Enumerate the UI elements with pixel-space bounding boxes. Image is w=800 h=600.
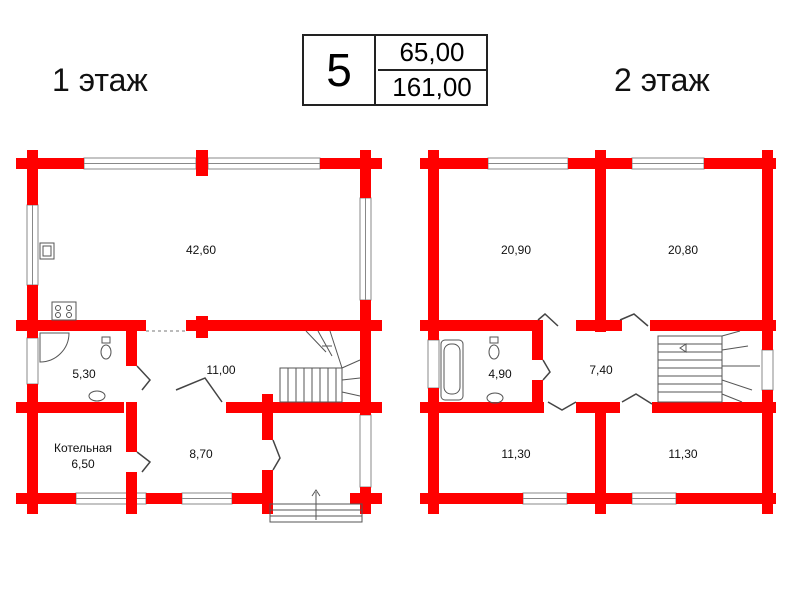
room-label-bedroom-3: 11,30 bbox=[501, 447, 530, 461]
floor2-plan bbox=[420, 150, 776, 514]
room-label-room: 8,70 bbox=[189, 447, 213, 461]
room-label-living: 42,60 bbox=[186, 243, 216, 257]
room-label-bathroom-2: 4,90 bbox=[488, 367, 512, 381]
floor1-title: 1 этаж bbox=[52, 62, 148, 98]
area-value-top: 65,00 bbox=[378, 36, 486, 71]
room-label-hall: 11,00 bbox=[206, 363, 235, 377]
room-label-hall-2: 7,40 bbox=[589, 363, 613, 377]
area-info-box: 5 65,00 161,00 bbox=[302, 34, 488, 106]
floor2-room-labels: 20,90 20,80 4,90 7,40 11,30 11,30 bbox=[488, 243, 698, 461]
room-label-boiler-area: 6,50 bbox=[71, 457, 95, 471]
room-label-bedroom-2: 20,80 bbox=[668, 243, 698, 257]
floor1-plan bbox=[16, 150, 382, 523]
room-label-bathroom: 5,30 bbox=[72, 367, 96, 381]
floor2-title: 2 этаж bbox=[614, 62, 710, 98]
area-value-bottom: 161,00 bbox=[392, 72, 472, 102]
floor1-room-labels: 42,60 5,30 11,00 Котельная 6,50 8,70 bbox=[54, 243, 236, 471]
room-label-bedroom-4: 11,30 bbox=[668, 447, 697, 461]
room-label-boiler-name: Котельная bbox=[54, 441, 112, 455]
house-number: 5 bbox=[304, 36, 376, 104]
room-label-bedroom-1: 20,90 bbox=[501, 243, 531, 257]
